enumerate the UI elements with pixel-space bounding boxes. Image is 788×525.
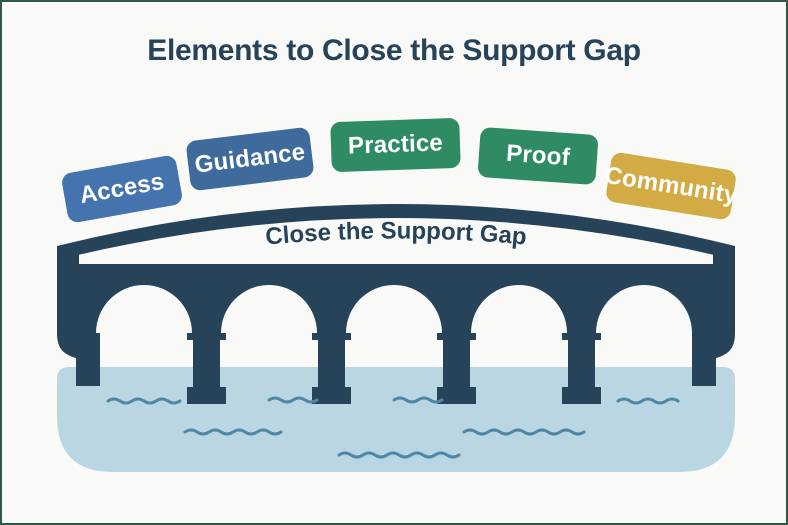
block-access-label: Access [77,167,167,210]
bridge-pier [187,331,226,404]
wave-line [462,428,586,436]
bridge-pier [312,331,351,404]
wave-line [183,428,283,436]
page-title: Elements to Close the Support Gap [147,34,641,67]
arch-opening [221,285,317,333]
bridge-arch-openings [96,285,692,333]
bridge-abutment-right [692,333,735,386]
block-proof: Proof [477,126,599,186]
arch-opening [96,285,192,333]
arch-opening [346,285,442,333]
block-practice: Practice [330,117,461,173]
water-shape [57,367,735,472]
bridge-arch-band [57,204,735,260]
block-proof-label: Proof [505,139,571,172]
bridge-pier [437,331,476,404]
wave-line [616,397,680,405]
wave-line [106,397,182,405]
wave-line [267,396,319,404]
bridge-label: Close the Support Gap [264,217,528,250]
arch-opening [596,285,692,333]
wave-line [337,451,461,459]
arch-opening [471,285,567,333]
block-community-label: Community [602,161,740,210]
water-waves [106,396,680,459]
bridge-pier [562,331,601,404]
wave-line [392,396,444,404]
block-guidance-label: Guidance [193,138,307,179]
bridge-abutment-left [57,333,100,386]
block-practice-label: Practice [347,129,444,160]
